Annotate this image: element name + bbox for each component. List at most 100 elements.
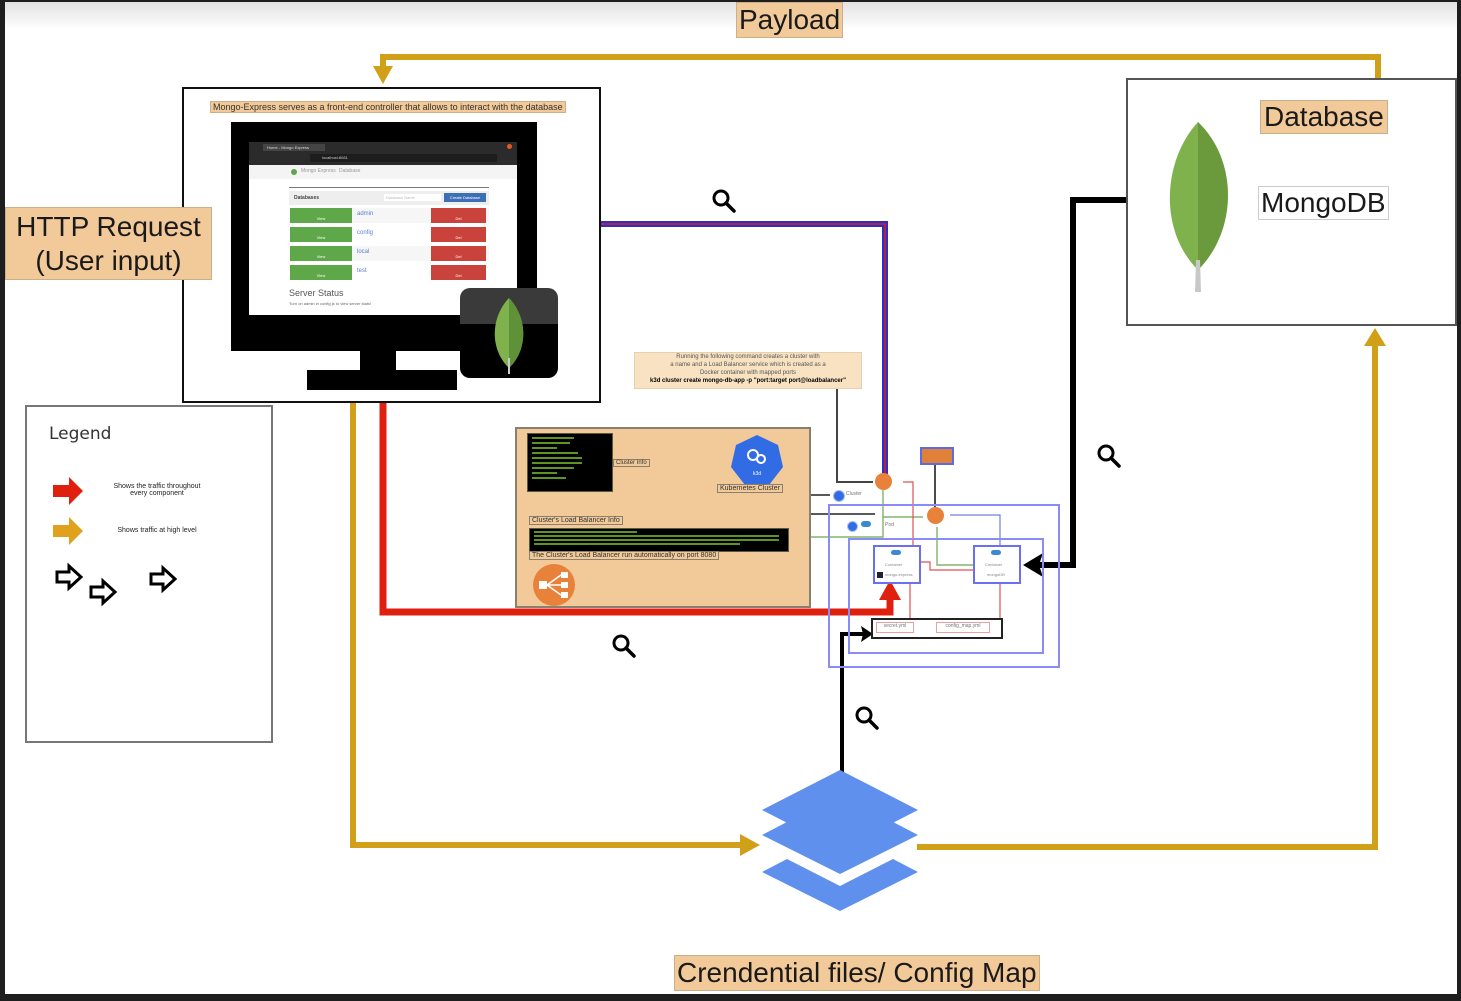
databases-header-bar: Databases Database Name Create Database [289,191,489,205]
diagram-canvas: Payload Mongo-Express serves as a front-… [5,2,1457,994]
docker-icon [991,550,1001,555]
http-request-label: HTTP Request (User input) [5,207,212,281]
container-mongodb[interactable]: Container mongoDB [973,545,1021,584]
gold-arrowhead-config [740,834,760,856]
container-name: mongo-express [885,572,913,577]
nav-database-menu[interactable]: Database [339,168,361,174]
legend-item-red-text: Shows the traffic throughout every compo… [97,483,217,497]
monitor-stand [307,370,457,390]
k3d-icon-text: k3d [753,471,761,477]
payload-arrowhead [373,66,393,84]
pod-inner-boundary [848,538,1044,654]
lb-info-label: Cluster's Load Balancer Info [529,516,623,525]
create-database-button[interactable]: Create Database [444,193,486,202]
config-to-files-arrow [840,632,865,772]
pod-outer-boundary [828,504,1060,668]
database-link[interactable]: test [357,268,367,274]
delete-button[interactable]: Del [431,227,486,242]
leaf-icon [494,298,524,374]
gold-arrowhead-database [1364,328,1386,346]
mongodb-leaf-icon [1169,122,1228,292]
config-files-box: secret.yml config_map.yml [871,618,1003,639]
legend-item-red-line2: every component [130,490,184,497]
db-to-container-arrowhead [1023,553,1043,577]
cluster-info-panel: Cluster Info k3d Kubernetes Cluster Clus… [515,427,811,608]
database-panel: Database MongoDB [1126,78,1457,326]
legend-red-arrow-icon [53,477,83,505]
search-icon[interactable] [1095,442,1123,470]
payload-label: Payload [736,2,844,38]
pod-label: Pod [885,522,894,528]
docker-icon [891,550,901,555]
database-link[interactable]: admin [357,211,374,217]
red-line-1 [903,481,914,545]
container-name: mongoDB [987,572,1005,577]
legend-black-arrow-icon-1 [55,562,84,592]
gold-arrow-to-database [917,342,1378,850]
cluster-node-icon [833,490,845,502]
database-row: View local Del [289,246,489,261]
legend-arrows [53,477,178,607]
view-button[interactable]: View [290,227,352,242]
server-status-title: Server Status [289,288,344,298]
monitor-neck [360,351,396,371]
command-note-line3: Docker container with mapped ports [699,370,797,376]
mongo-express-navbar [249,165,517,179]
browser-chrome: Home - Mongo Express localhost:8081 [249,142,517,165]
database-name-input[interactable]: Database Name [384,194,441,201]
cluster-info-label: Cluster Info [613,459,650,467]
http-request-line2: (User input) [35,244,182,276]
lb-note: The Cluster's Load Balancer run automati… [529,551,720,560]
config-map-yml-file[interactable]: config_map.yml [936,622,990,633]
command-note-line1: Running the following command creates a … [676,354,820,360]
red-line-2 [920,561,973,571]
red-traffic-arrow [379,390,894,616]
kubernetes-icon: k3d [731,435,783,485]
legend-black-arrow-icon-3 [149,564,178,594]
database-link[interactable]: local [357,249,370,255]
legend-black-arrow-icon-2 [89,577,118,607]
legend-title: Legend [49,424,112,444]
k3d-command: k3d cluster create mongo-db-app -p "port… [650,378,846,384]
service-load-balancer-icon [927,507,944,524]
command-note: Running the following command creates a … [634,352,862,389]
view-button[interactable]: View [290,265,352,280]
container-label: Container [885,562,903,567]
container-mongo-express[interactable]: Container mongo-express [873,545,921,584]
browser-url-bar[interactable]: localhost:8081 [310,154,497,162]
delete-button[interactable]: Del [431,246,486,261]
database-row: View admin Del [289,208,489,223]
pod-docker-icon [861,521,871,527]
delete-button[interactable]: Del [431,208,486,223]
mongodb-label: MongoDB [1258,186,1389,220]
ingress-load-balancer-icon [875,473,892,490]
search-icon[interactable] [853,704,881,732]
browser-tab[interactable]: Home - Mongo Express [263,144,325,151]
secret-yml-file[interactable]: secret.yml [876,622,914,633]
payload-arrow [380,54,1381,78]
mongodb-app-icon [460,288,558,378]
database-link[interactable]: config [357,230,374,236]
mongo-express-logo-icon [291,169,297,175]
blue-return-inner-line [550,223,886,474]
http-request-line1: HTTP Request [16,211,201,242]
delete-button[interactable]: Del [431,265,486,280]
server-status-text: Turn on admin in config.js to view serve… [289,301,372,306]
browser-close-icon[interactable] [507,144,512,149]
cluster-node-label: Cluster [846,491,862,497]
database-row: View test Del [289,265,489,280]
view-button[interactable]: View [290,246,352,261]
load-balancer-icon [533,564,575,606]
legend-item-red-line1: Shows the traffic throughout [113,483,201,490]
database-row: View config Del [289,227,489,242]
mongo-express-caption: Mongo-Express serves as a front-end cont… [210,101,566,113]
search-icon[interactable] [710,187,738,215]
kubernetes-cluster-label: Kubernetes Cluster [717,484,783,493]
note-connector [836,387,873,483]
mongo-express-badge-icon [877,572,883,578]
search-icon[interactable] [610,632,638,660]
config-layers-icon [762,770,918,911]
nav-brand[interactable]: Mongo Express [301,168,336,174]
view-button[interactable]: View [290,208,352,223]
connectors-layer [350,54,1386,856]
